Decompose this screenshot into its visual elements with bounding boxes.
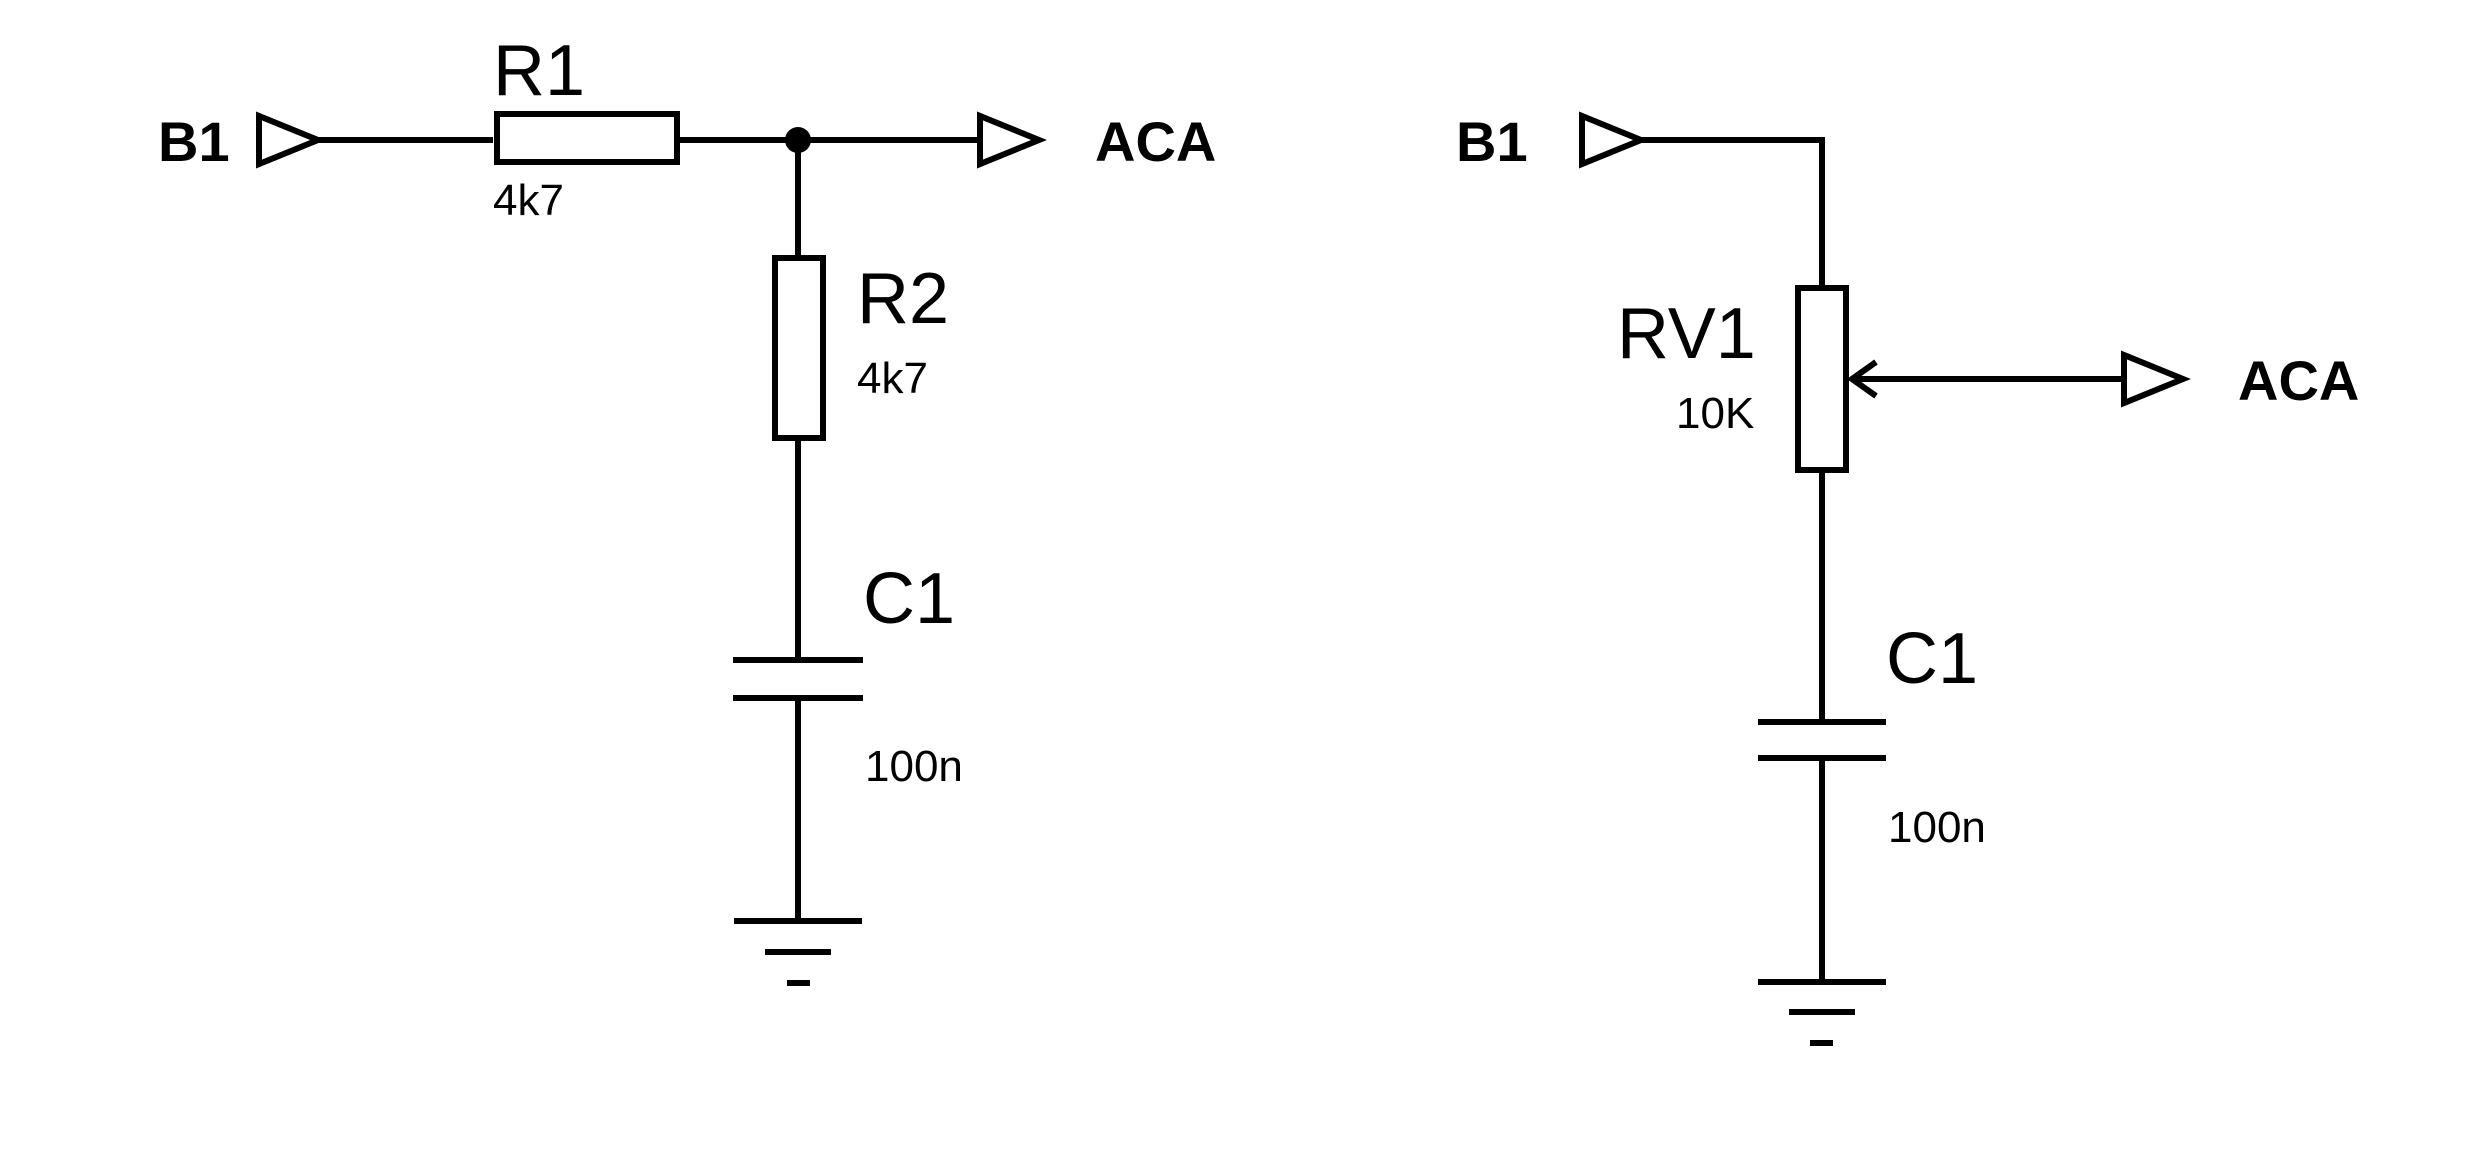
right-c1-ref-label: C1 — [1886, 619, 1978, 699]
right-input-port-label: B1 — [1456, 110, 1528, 173]
left-c1-ref-label: C1 — [863, 559, 955, 639]
left-input-port-flag — [256, 111, 326, 169]
right-rv1-ref-label: RV1 — [1617, 294, 1756, 374]
left-r1-resistor — [494, 111, 680, 165]
right-rv1-potentiometer — [1795, 285, 1849, 473]
right-wire-input-to-rv1 — [1641, 137, 1825, 288]
left-ground-symbol — [734, 918, 862, 986]
right-circuit: B1 RV1 10K ACA C1 100n — [1456, 110, 2359, 1046]
left-output-port-label: ACA — [1095, 110, 1216, 173]
right-rv1-value-label: 10K — [1676, 389, 1754, 438]
right-output-port-flag — [2121, 350, 2191, 408]
left-r1-ref-label: R1 — [493, 31, 585, 111]
left-c1-value-label: 100n — [865, 742, 963, 791]
right-ground-symbol — [1758, 979, 1886, 1046]
right-c1-value-label: 100n — [1888, 803, 1986, 852]
left-output-port-flag — [977, 111, 1047, 169]
left-r2-ref-label: R2 — [857, 259, 949, 339]
right-rv1-wiper-arrow — [1846, 359, 2122, 399]
left-r1-value-label: 4k7 — [493, 176, 564, 225]
left-r2-resistor — [772, 255, 826, 441]
left-input-port-label: B1 — [158, 110, 230, 173]
right-output-port-label: ACA — [2238, 349, 2359, 412]
left-circuit: B1 R1 4k7 ACA R2 4k7 C1 100n — [158, 31, 1216, 986]
right-input-port-flag — [1579, 111, 1649, 169]
left-r2-value-label: 4k7 — [857, 354, 928, 403]
